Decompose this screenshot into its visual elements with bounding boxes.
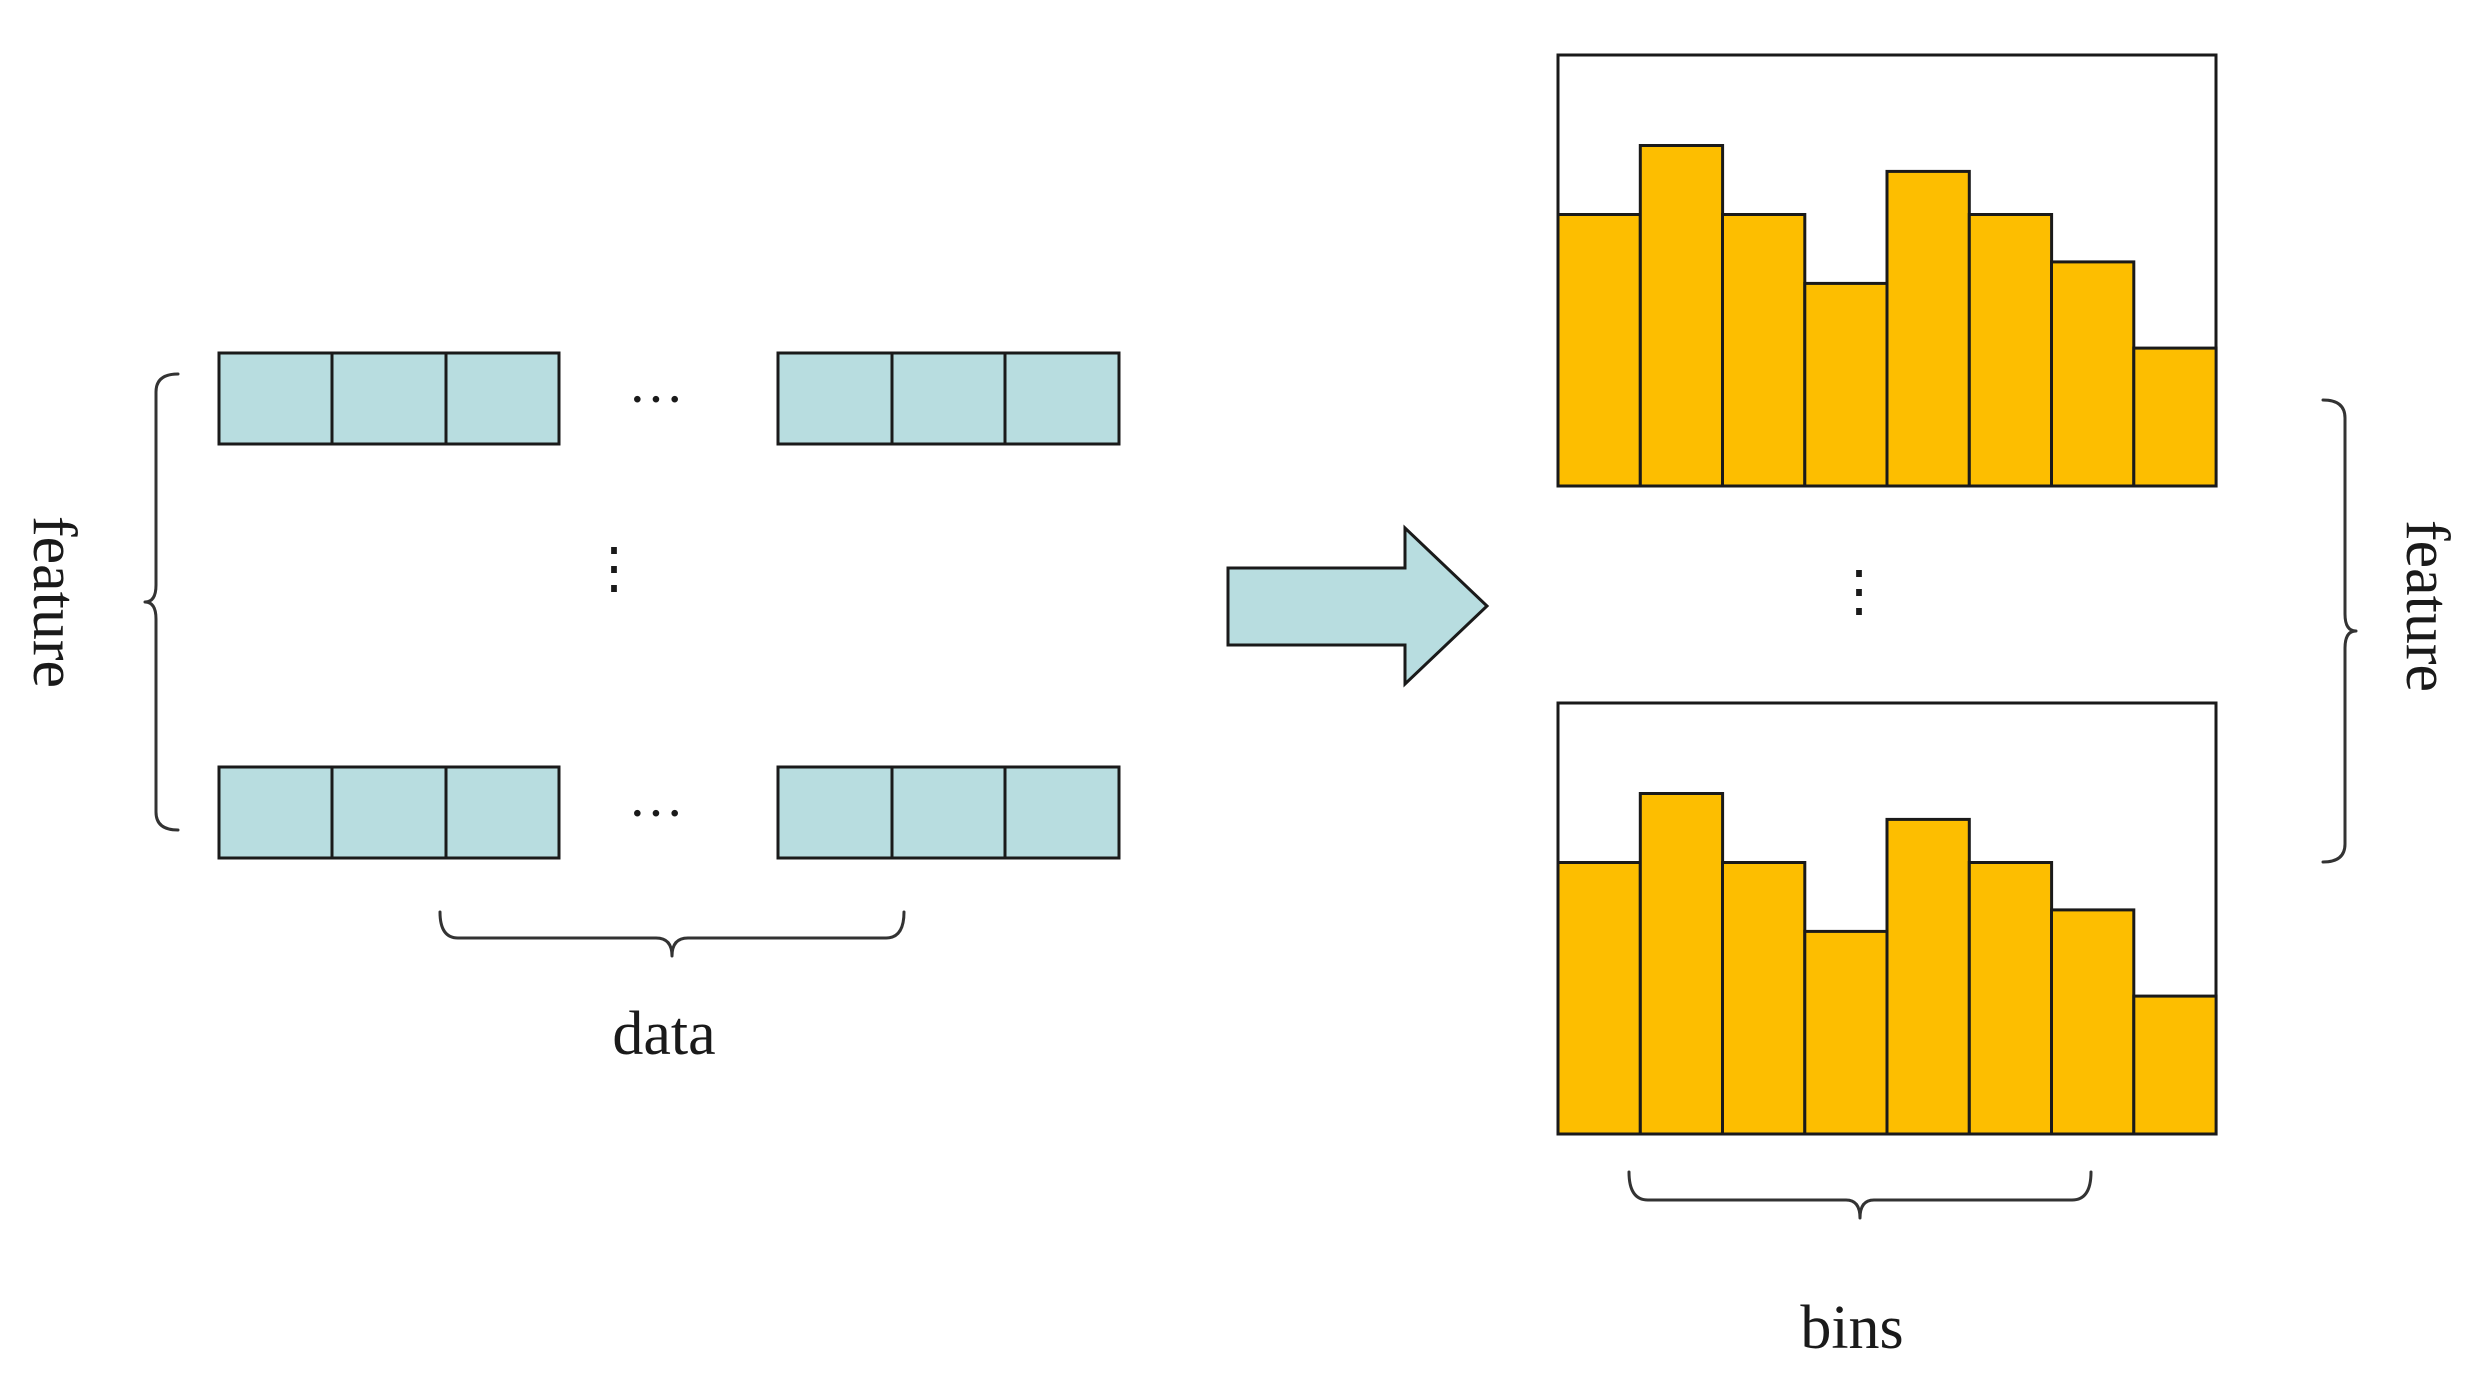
histogram-bin-bar <box>1638 144 1725 488</box>
data-block-right <box>776 351 1121 446</box>
data-label: data <box>612 1000 715 1068</box>
data-cell <box>776 351 894 446</box>
histogram-bin-bar <box>2050 908 2136 1136</box>
histogram-bin-bar <box>1967 213 2054 488</box>
data-cell <box>890 351 1007 446</box>
histogram-top <box>1556 53 2218 488</box>
feature-label-right: feature <box>2393 520 2461 692</box>
data-block-left <box>217 765 561 860</box>
histogram-bin-bar <box>1803 281 1889 488</box>
histogram-bin-bar <box>1638 792 1725 1136</box>
histogram-bin-bar <box>1885 169 1971 488</box>
histogram-bin-bar <box>1803 929 1889 1136</box>
bins-label: bins <box>1800 1294 1903 1362</box>
data-row-top: ··· <box>217 351 1121 446</box>
data-cell <box>776 765 894 860</box>
horizontal-ellipsis: ··· <box>628 369 684 431</box>
histogram-bin-bar <box>1556 213 1642 488</box>
data-cell <box>444 765 561 860</box>
data-brace <box>438 910 906 958</box>
data-cell <box>1003 351 1121 446</box>
feature-label-left: feature <box>20 516 88 688</box>
data-row-bottom: ··· <box>217 765 1121 860</box>
transform-arrow-icon <box>1226 524 1490 688</box>
vertical-ellipsis: ⋮ <box>586 538 642 600</box>
data-cell <box>217 351 334 446</box>
histogram-bars <box>1556 144 2218 488</box>
data-cell <box>890 765 1007 860</box>
vertical-ellipsis: ⋮ <box>1831 561 1887 623</box>
data-cell <box>217 765 334 860</box>
data-cell <box>330 765 448 860</box>
histogram-bin-bar <box>2132 994 2218 1136</box>
horizontal-ellipsis: ··· <box>628 783 684 845</box>
histogram-bin-bar <box>1967 861 2054 1136</box>
data-cell <box>330 351 448 446</box>
data-block-left <box>217 351 561 446</box>
histogram-bin-bar <box>1721 213 1807 488</box>
histogram-bin-bar <box>1556 861 1642 1136</box>
feature-brace-right <box>2321 398 2358 864</box>
histogram-bin-bar <box>2132 346 2218 488</box>
data-block-right <box>776 765 1121 860</box>
histogram-bottom <box>1556 701 2218 1136</box>
histogram-bin-bar <box>1885 817 1971 1136</box>
data-cell <box>444 351 561 446</box>
data-cell <box>1003 765 1121 860</box>
histogram-bin-bar <box>1721 861 1807 1136</box>
feature-brace-left <box>143 372 180 832</box>
data-matrix: ··· ⋮ ··· <box>217 351 1121 860</box>
histogram-bin-bar <box>2050 260 2136 488</box>
bins-brace <box>1627 1170 2093 1220</box>
histogram-bars <box>1556 792 2218 1136</box>
